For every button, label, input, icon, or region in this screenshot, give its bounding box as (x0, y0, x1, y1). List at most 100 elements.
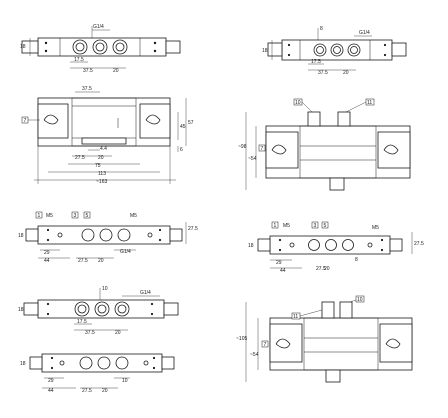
port-circle (117, 228, 131, 242)
dim-label: 17.5 (77, 319, 87, 325)
dim-label: 18 (20, 44, 26, 50)
solenoid-right (163, 302, 179, 316)
port-circle (330, 43, 344, 57)
dim-port: G1/4 (359, 30, 370, 36)
solenoid-left (29, 356, 43, 370)
coil-right (139, 103, 171, 139)
push-in-fitting (339, 301, 353, 319)
dim-label: ~54 (250, 352, 259, 358)
dim-label: 20 (115, 330, 121, 336)
dim-label: 8 (355, 257, 358, 263)
port-circle (81, 228, 95, 242)
solenoid-right (389, 238, 403, 252)
dim-label: 6 (180, 147, 183, 153)
dim-label: 18 (18, 233, 24, 239)
dim-label: 29 (48, 378, 54, 384)
dim-label: 75 (95, 163, 101, 169)
push-in-fitting (307, 111, 321, 127)
coil-left (265, 131, 299, 169)
port-circle (94, 301, 110, 317)
solenoid-left (257, 238, 271, 252)
dim-label: 29 (44, 250, 50, 256)
solenoid-right (161, 356, 175, 370)
push-in-fitting (329, 177, 345, 191)
coil-left (269, 323, 303, 363)
valve-body (37, 299, 165, 319)
dim-label: M5 (46, 213, 53, 219)
dim-label: 27.5 (414, 241, 424, 247)
port-circle (325, 239, 337, 251)
dim-label: 20 (102, 388, 108, 394)
dim-label: 37.5 (85, 330, 95, 336)
solenoid-left (25, 228, 39, 242)
dim-label: 44 (44, 258, 50, 264)
callout-number: 7 (264, 342, 267, 348)
dim-label: ~163 (96, 179, 107, 185)
port-circle (97, 356, 111, 370)
view-left-5: 29 44 27.5 20 10 18 (20, 353, 175, 394)
port-circle (112, 39, 128, 55)
port-circle (342, 239, 354, 251)
dim-label: M5 (130, 213, 137, 219)
dim-label: 20 (324, 266, 330, 272)
solenoid-right (165, 40, 181, 54)
port-circle (99, 228, 113, 242)
port-circle (308, 239, 320, 251)
solenoid-left (23, 302, 39, 316)
dim-label: ~98 (238, 144, 247, 150)
callout-number: 1 (274, 223, 277, 229)
dim-label: 57 (188, 120, 194, 126)
push-in-fitting (337, 111, 351, 127)
solenoid-right (391, 42, 407, 57)
push-in-fitting (325, 369, 341, 383)
callout-number: 7 (24, 118, 27, 124)
dim-label: 10 (102, 286, 108, 292)
solenoid-right (169, 228, 183, 242)
callout-number: 11 (367, 100, 372, 106)
dim-port: G1/4 (93, 24, 104, 30)
callout-number: 7 (261, 146, 264, 152)
port-circle (313, 43, 327, 57)
dim-label: 27.5 (78, 258, 88, 264)
dim-label: M5 (283, 223, 290, 229)
callout-number: 1 (38, 213, 41, 219)
callout-number: 10 (357, 297, 363, 303)
view-front-left: 7 37.5 4.4 27.5 20 75 113 ~163 45 57 6 (21, 86, 194, 185)
coil-right (377, 131, 411, 169)
valve-body (281, 39, 393, 61)
port-circle (115, 356, 129, 370)
dim-label: 18 (262, 48, 268, 54)
dim-label: 10 (122, 378, 128, 384)
port-circle (114, 301, 130, 317)
dim-label: M5 (372, 225, 379, 231)
dim-label: 4.4 (100, 146, 107, 152)
dim-port: G1/4 (140, 290, 151, 296)
dim-label: 27.5 (188, 226, 198, 232)
dim-label: 44 (48, 388, 54, 394)
view-top-right: 8 G1/4 17.5 37.5 20 18 (262, 26, 407, 76)
push-in-fitting (321, 301, 335, 319)
dim-label: 20 (98, 258, 104, 264)
callout-number: 3 (314, 223, 317, 229)
dim-label: 20 (98, 155, 104, 161)
dim-label: 17.5 (311, 59, 321, 65)
dim-label: 18 (248, 243, 254, 249)
callout-number: 10 (295, 100, 301, 106)
callout-number: 3 (74, 213, 77, 219)
dim-label: 27.5 (75, 155, 85, 161)
view-front-right: 10 11 7 ~98 ~54 (238, 98, 411, 191)
dim-label: 17.5 (74, 57, 84, 63)
dim-port: G1/4 (120, 249, 131, 255)
dim-label: 44 (280, 268, 286, 274)
port-circle (79, 356, 93, 370)
dim-label: 8 (320, 26, 323, 32)
coil-right (379, 323, 413, 363)
dim-label: 20 (113, 68, 119, 74)
callout-number: 11 (293, 314, 298, 320)
dim-label: 27.5 (82, 388, 92, 394)
dim-label: 18 (20, 361, 26, 367)
view-left-4: 10 G1/4 17.5 37.5 20 18 (18, 286, 179, 336)
view-top-left: G1/4 17.5 37.5 20 18 (20, 24, 181, 74)
solenoid-left (267, 42, 283, 57)
